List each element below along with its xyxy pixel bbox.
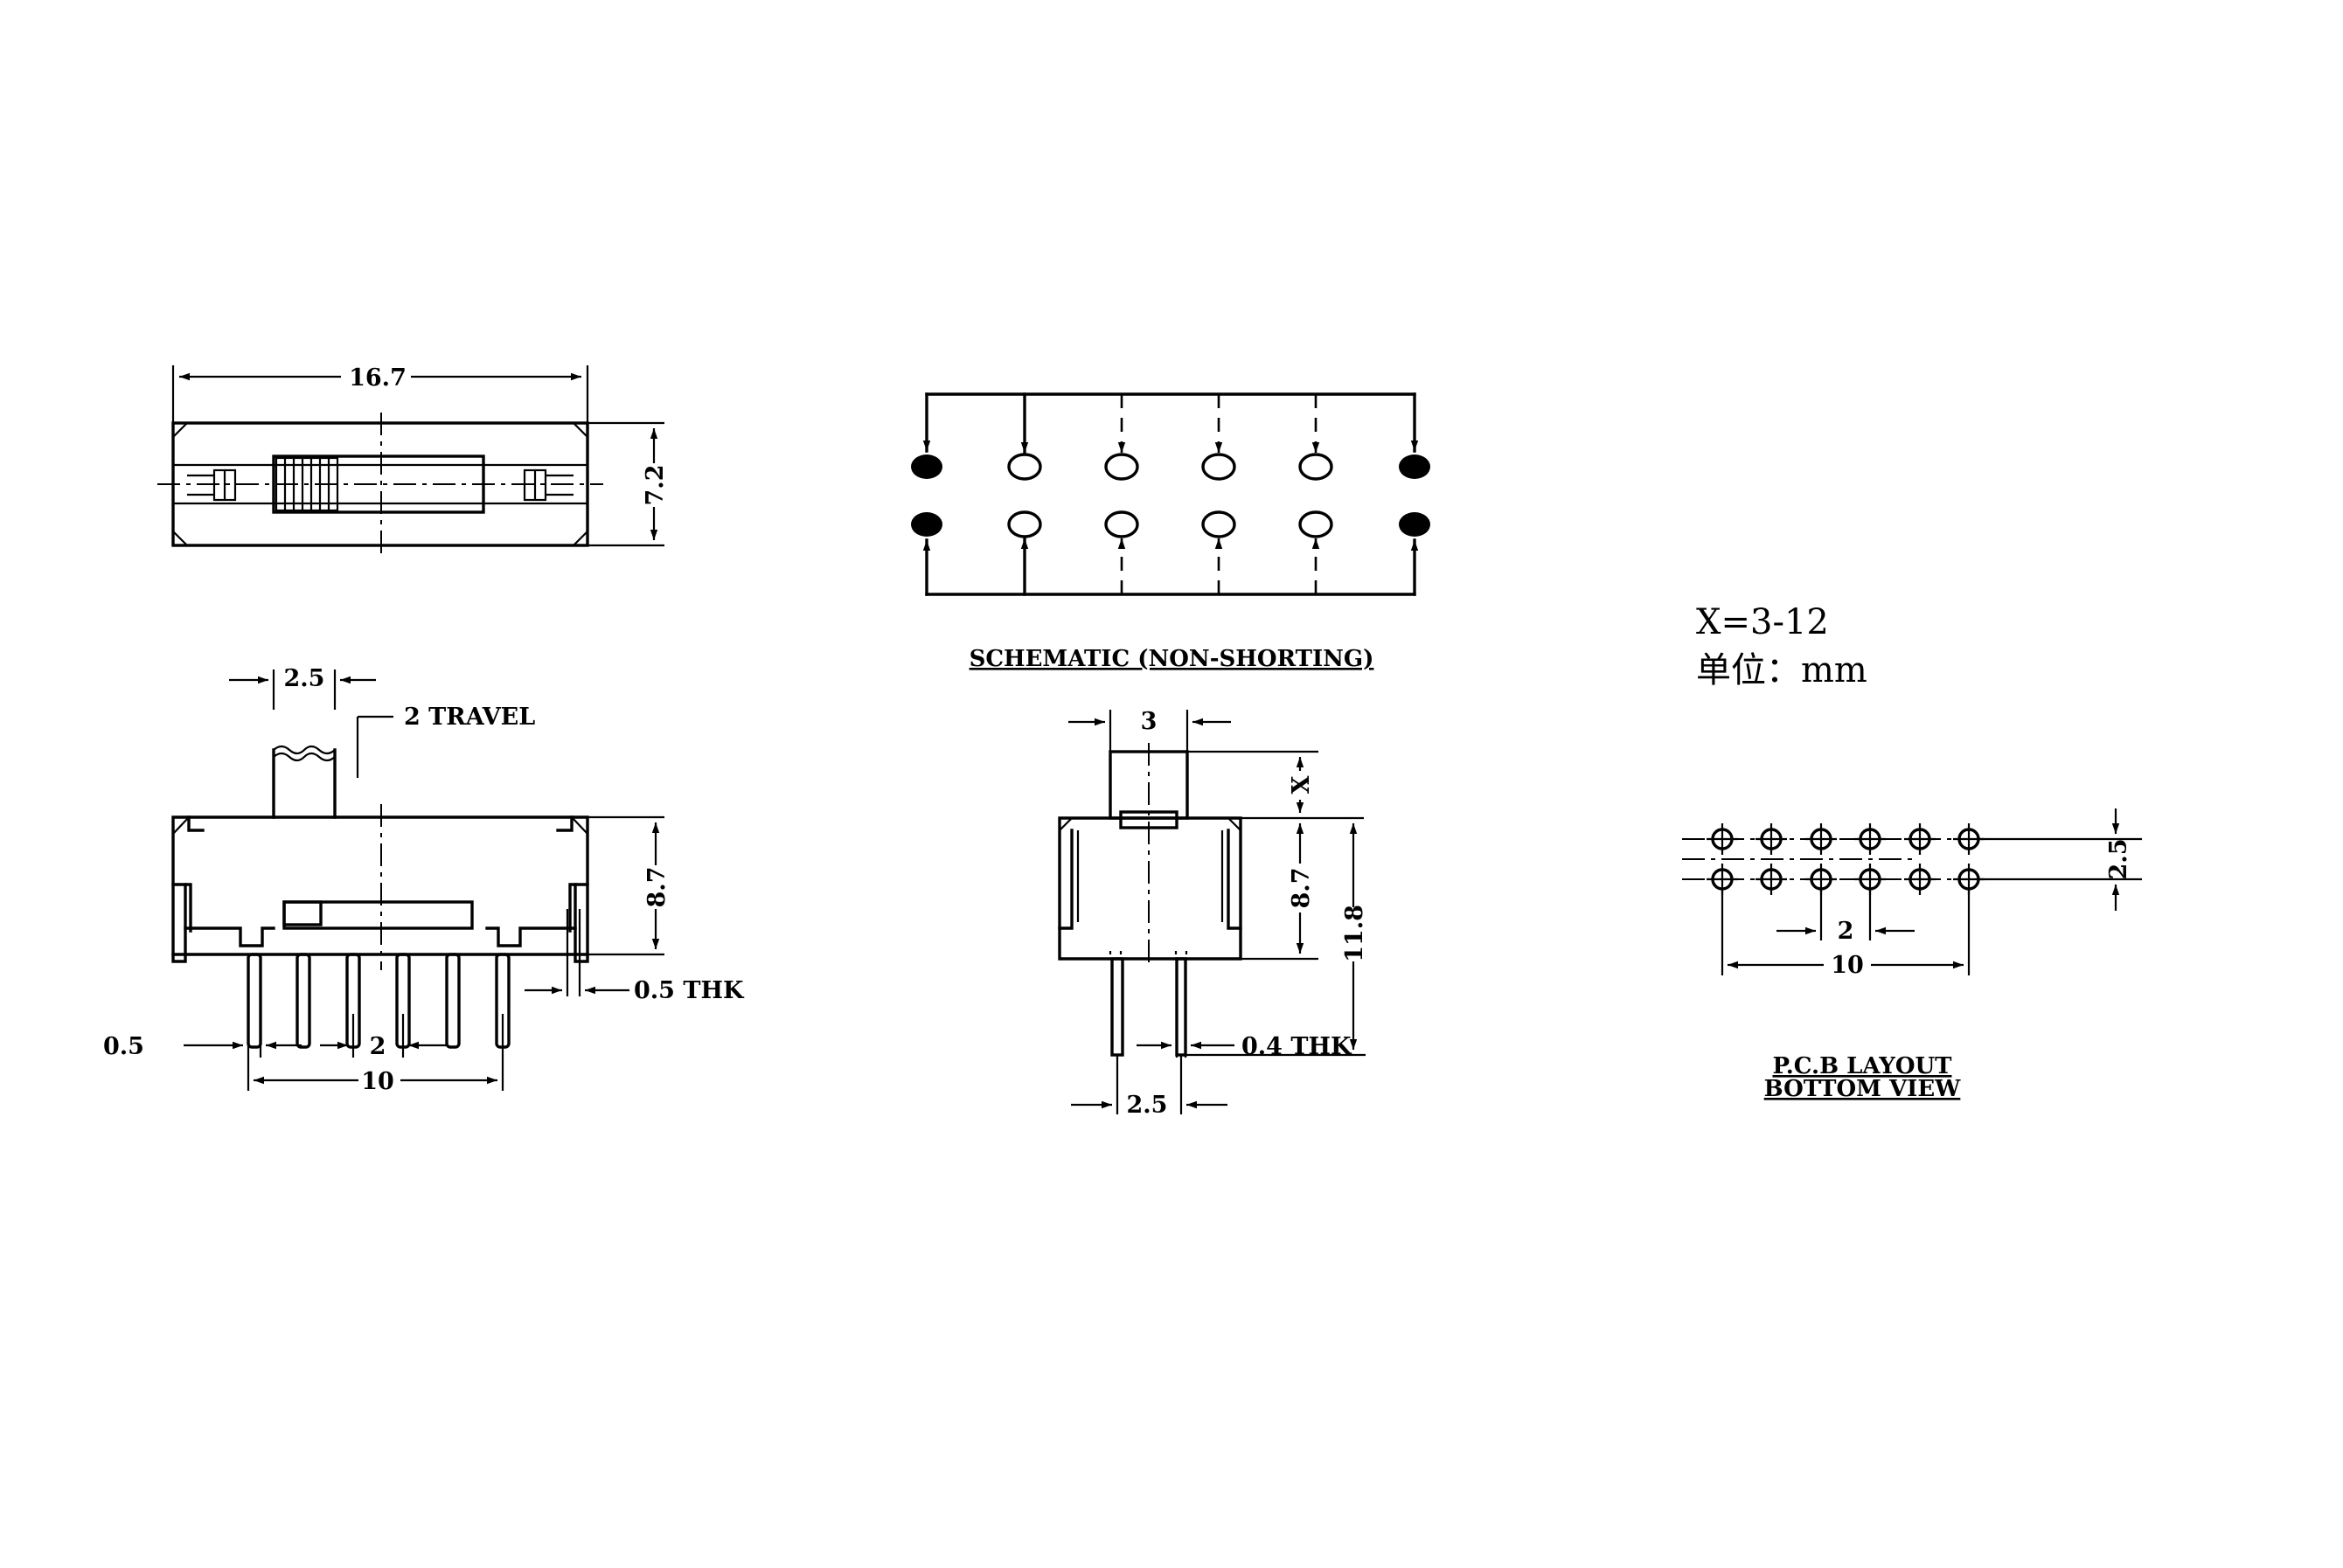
top-view: 16.7 (157, 364, 669, 556)
side-span-label: 10 (361, 1068, 394, 1095)
end-x-label: X (1288, 775, 1315, 794)
pcb-caption-line1: P.C.B LAYOUT (1772, 1053, 1952, 1079)
pcb-layout: 2.5 2 10 P.C.B LAYOUT BOTTOM VIEW (1682, 808, 2142, 1102)
schematic-contacts (911, 453, 1430, 538)
pcb-span-label: 10 (1831, 952, 1864, 979)
travel-label: 2 TRAVEL (404, 704, 535, 731)
end-body-height-label: 8.7 (1288, 868, 1315, 909)
unit-note: 单位：mm (1696, 650, 1867, 690)
side-actuator-width-label: 2.5 (284, 665, 325, 692)
x-range-note: X=3-12 (1696, 602, 1829, 642)
notes: X=3-12 单位：mm (1696, 602, 1867, 690)
schematic: SCHEMATIC (NON-SHORTING) (911, 392, 1430, 672)
end-pin-spacing-label: 2.5 (1127, 1092, 1168, 1119)
pcb-holes (1707, 823, 1985, 895)
pcb-row-spacing-label: 2.5 (2105, 839, 2132, 880)
pcb-pitch-label: 2 (1838, 918, 1854, 945)
end-pin-thickness-label: 0.4 THK (1241, 1033, 1352, 1060)
pin-width-label: 0.5 (103, 1033, 144, 1060)
end-total-height-label: 11.8 (1341, 905, 1368, 962)
end-view: 3 X 8.7 11.8 0.4 THK 2.5 (1058, 708, 1368, 1119)
side-view: 2.5 2 TRAVEL 8.7 (103, 665, 745, 1095)
side-height-label: 8.7 (643, 867, 671, 908)
side-pins (247, 953, 511, 1049)
left-mount-clip (187, 468, 237, 502)
end-actuator-width-label: 3 (1141, 708, 1158, 735)
schematic-caption: SCHEMATIC (NON-SHORTING) (970, 646, 1374, 672)
slider-grip (283, 458, 330, 510)
pcb-caption-line2: BOTTOM VIEW (1764, 1076, 1962, 1102)
side-pitch-label: 2 (370, 1033, 386, 1060)
top-height-label: 7.2 (642, 465, 669, 506)
pin-thickness-label: 0.5 THK (634, 977, 745, 1004)
top-width-label: 16.7 (349, 364, 407, 392)
right-mount-clip (523, 468, 574, 502)
